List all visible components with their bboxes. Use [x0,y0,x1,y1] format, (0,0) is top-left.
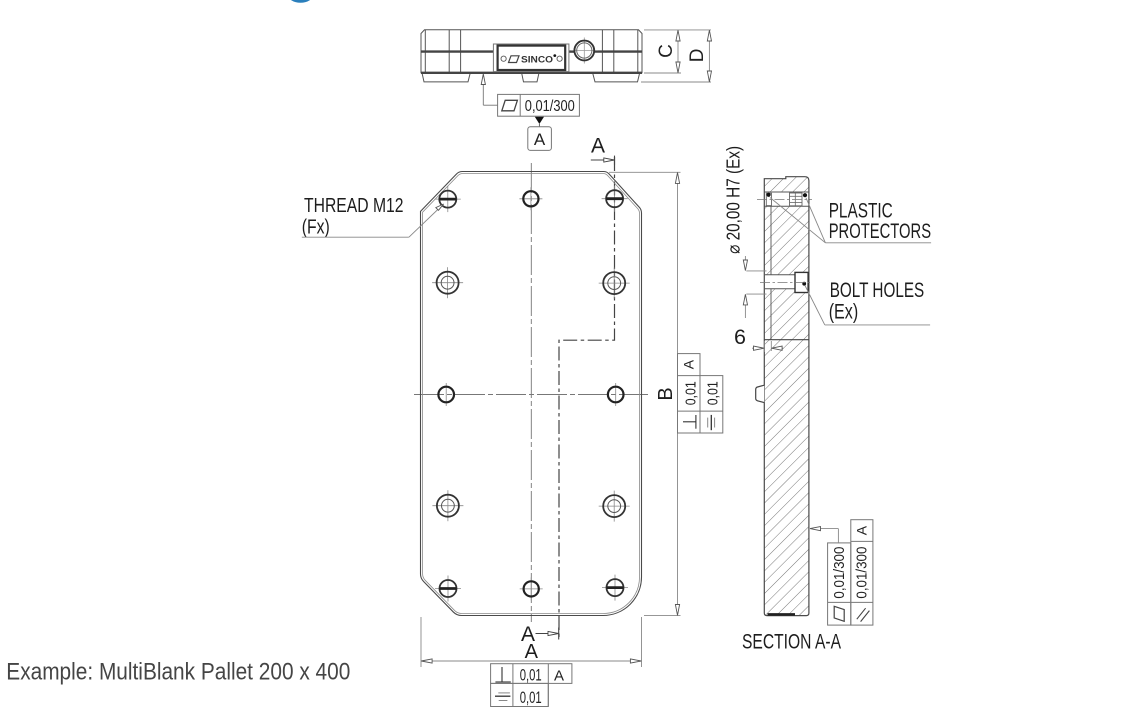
svg-text:Example: MultiBlank Pallet 200: Example: MultiBlank Pallet 200 x 400 [6,658,350,685]
svg-text:A: A [521,623,535,646]
svg-text:THREAD M12: THREAD M12 [304,194,404,217]
svg-text:0,01: 0,01 [705,381,722,405]
svg-text:A: A [525,641,539,663]
svg-text:PLASTIC: PLASTIC [829,199,893,222]
svg-text:A: A [554,667,564,684]
svg-text:D: D [687,49,708,63]
svg-text:BOLT HOLES: BOLT HOLES [830,279,925,302]
svg-text:B: B [655,387,677,400]
svg-text:0,01/300: 0,01/300 [525,98,575,115]
svg-text:0,01: 0,01 [520,666,542,685]
svg-text:0,01/300: 0,01/300 [855,547,871,599]
svg-text:PROTECTORS: PROTECTORS [829,220,931,243]
svg-text:0,01: 0,01 [520,688,542,707]
svg-text:SECTION A-A: SECTION A-A [742,630,841,654]
svg-text:(Fx): (Fx) [302,216,330,239]
svg-text:⌀ 20,00 H7 (Ex): ⌀ 20,00 H7 (Ex) [724,146,744,254]
svg-text:6: 6 [734,325,746,349]
svg-text:A: A [680,359,696,369]
svg-text:SINCO: SINCO [521,54,553,65]
svg-text:A: A [534,130,546,149]
svg-text:(Ex): (Ex) [829,301,859,324]
svg-text:0,01/300: 0,01/300 [832,547,848,599]
svg-text:0,01: 0,01 [683,381,700,405]
svg-text:C: C [656,44,677,58]
svg-text:A: A [591,135,605,158]
svg-text:A: A [854,525,870,535]
